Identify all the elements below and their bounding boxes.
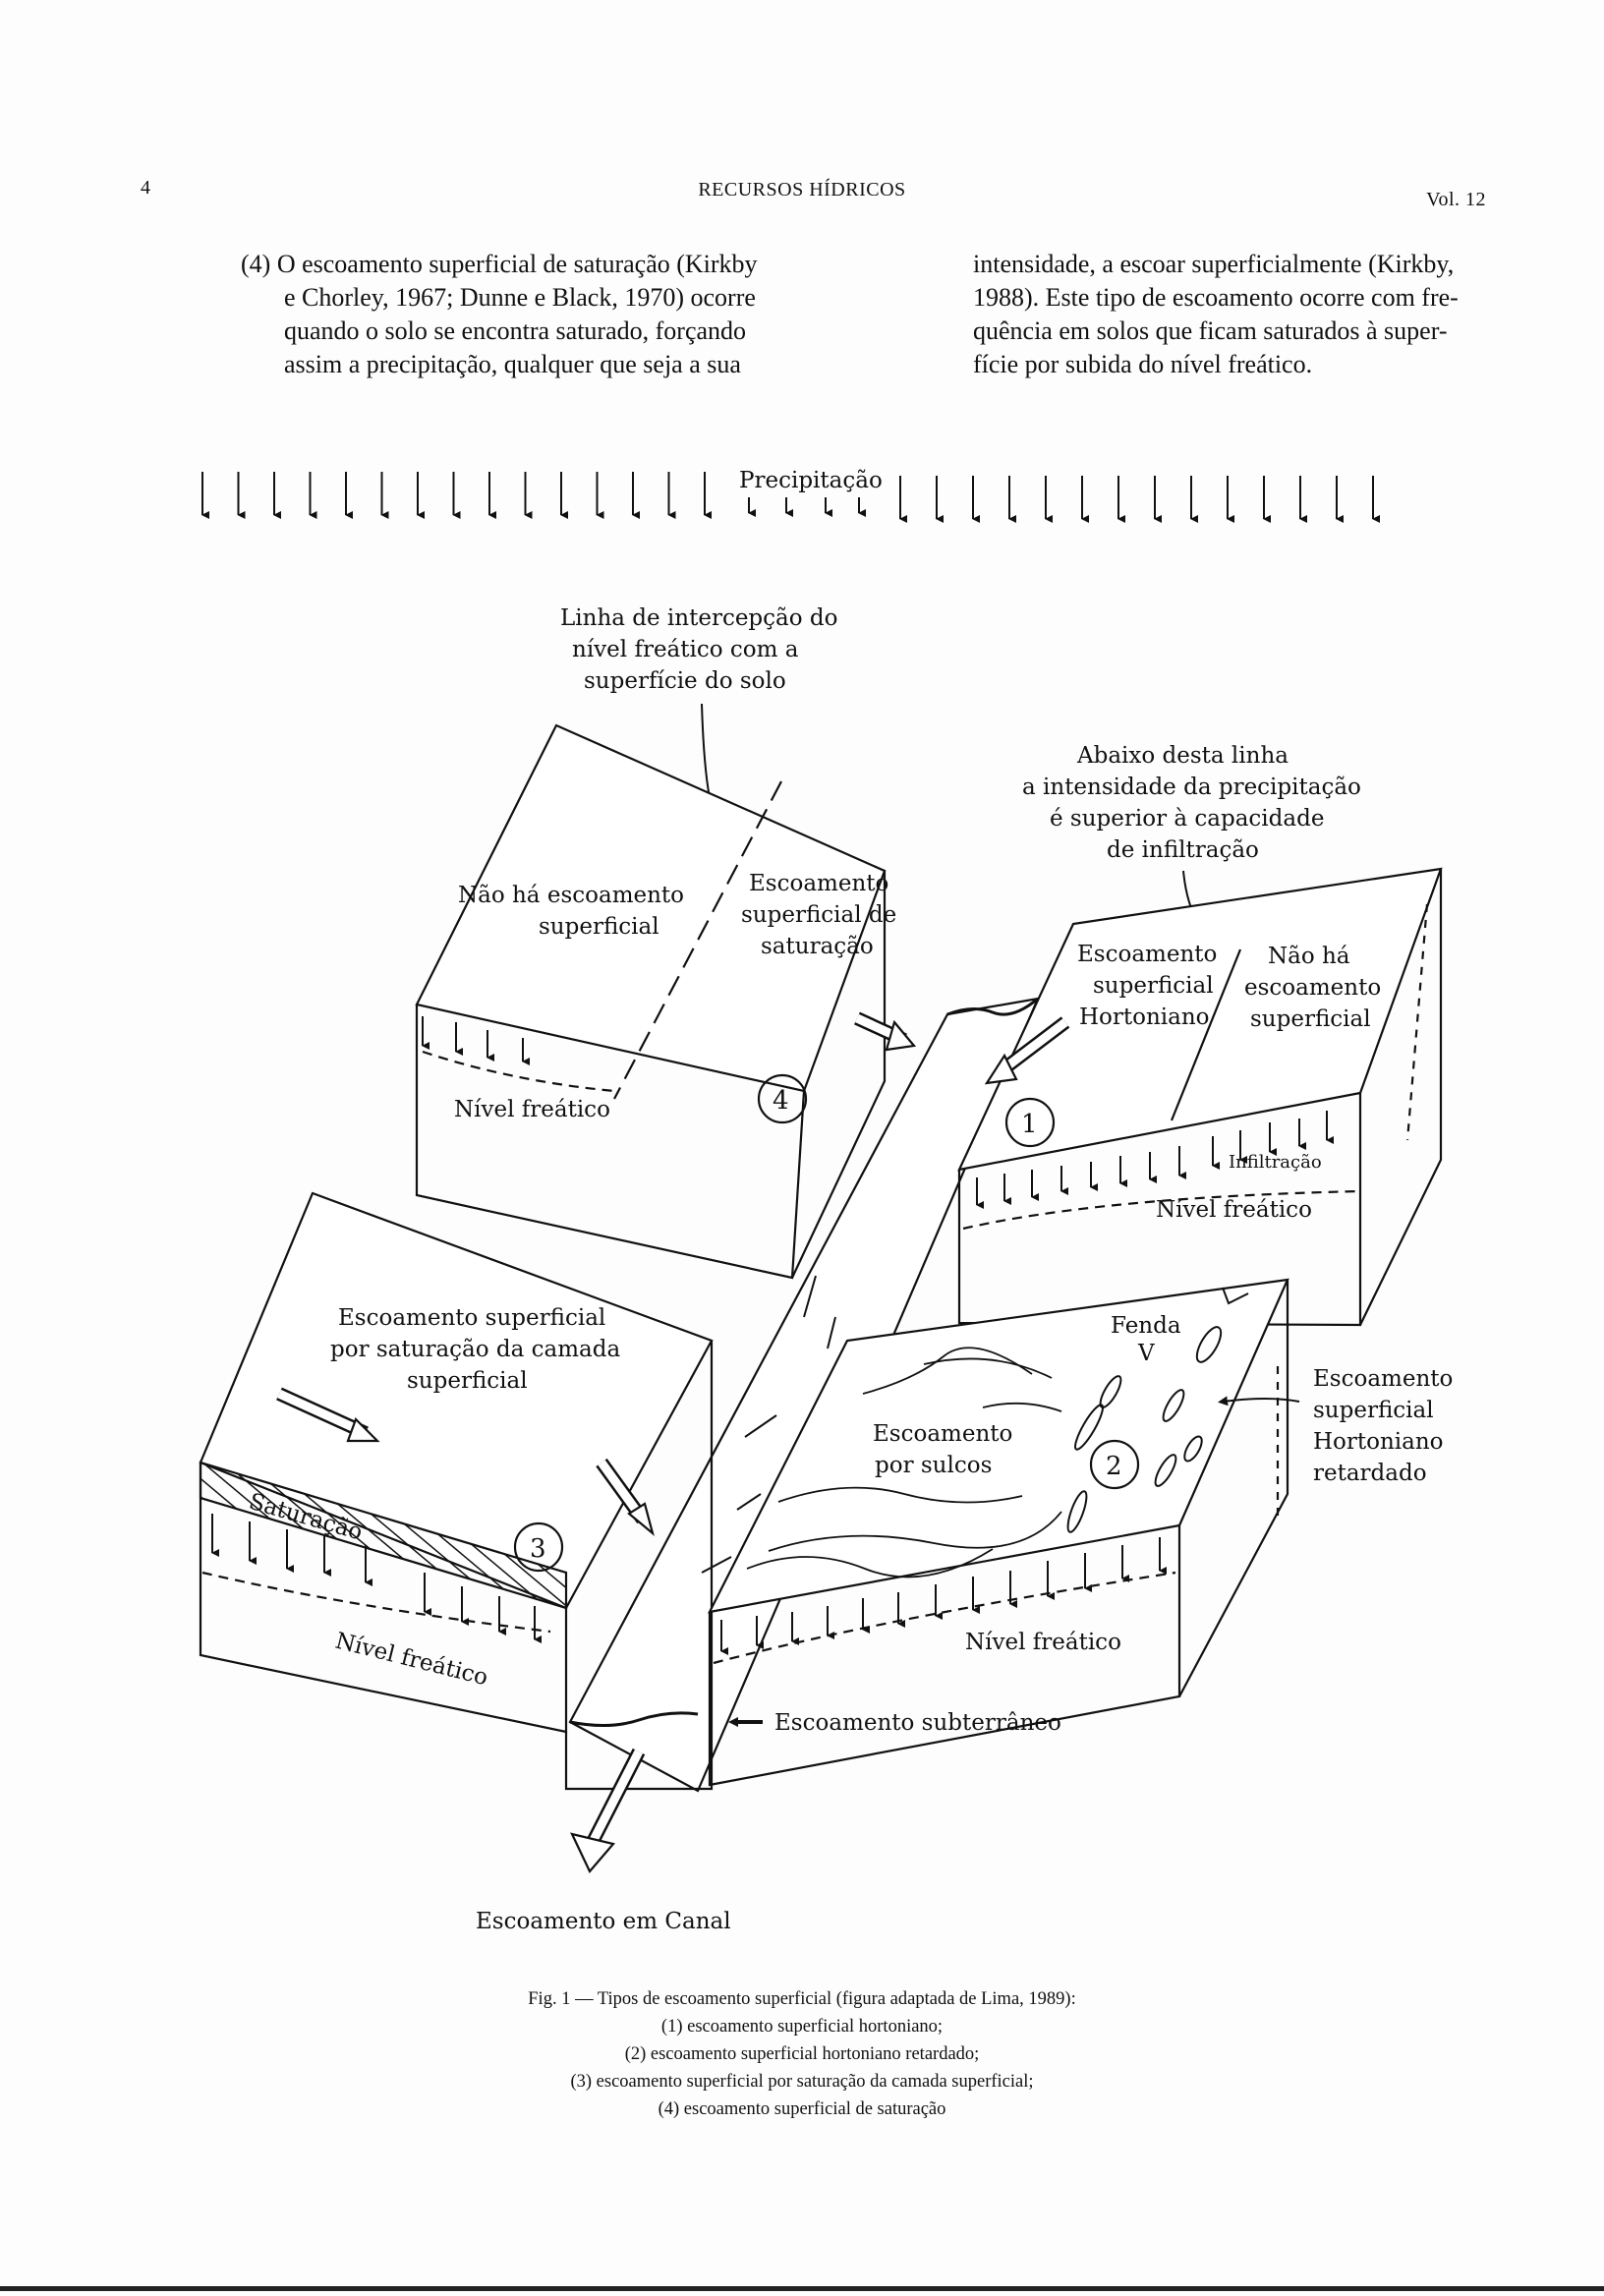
block-2-crack-marks [1066, 1287, 1249, 1533]
body-line: quência em solos que ficam saturados à s… [973, 316, 1448, 345]
svg-text:superficial de: superficial de [741, 902, 896, 928]
svg-text:superficial: superficial [407, 1368, 528, 1394]
svg-text:de infiltração: de infiltração [1107, 837, 1259, 863]
svg-text:Infiltração: Infiltração [1229, 1152, 1322, 1173]
block-1-number: 1 [1021, 1110, 1038, 1139]
precipitation-arrows [201, 472, 1380, 523]
body-line: e Chorley, 1967; Dunne e Black, 1970) oc… [284, 283, 756, 312]
journal-title: RECURSOS HÍDRICOS [698, 179, 906, 201]
svg-text:Fenda: Fenda [1111, 1313, 1181, 1339]
body-line: intensidade, a escoar superficialmente (… [973, 250, 1455, 278]
block-3-number: 3 [530, 1534, 546, 1564]
caption-line: (3) escoamento superficial por saturação… [570, 2072, 1034, 2092]
svg-text:superficial: superficial [1093, 973, 1214, 999]
block-4 [415, 723, 917, 1280]
svg-text:V: V [1137, 1341, 1155, 1366]
block-4-number: 4 [773, 1086, 789, 1116]
svg-text:Nível freático: Nível freático [965, 1630, 1121, 1655]
volume-label: Vol. 12 [1426, 189, 1486, 210]
block-1-labels: Escoamento superficial Hortoniano Não há… [1021, 942, 1381, 1223]
channel [568, 997, 1040, 1793]
body-line: 1988). Este tipo de escoamento ocorre co… [973, 283, 1459, 312]
block-3 [199, 1191, 714, 1791]
svg-text:Escoamento: Escoamento [1077, 942, 1217, 967]
svg-text:Hortoniano: Hortoniano [1313, 1429, 1444, 1455]
body-line: assim a precipitação, qualquer que seja … [284, 350, 741, 378]
svg-text:a intensidade da precipitação: a intensidade da precipitação [1022, 775, 1361, 800]
svg-text:Não há: Não há [1268, 944, 1350, 969]
body-line: (4) O escoamento superficial de saturaçã… [241, 250, 758, 278]
body-line: fície por subida do nível freático. [973, 350, 1313, 378]
intercept-line-label: Linha de intercepção do nível freático c… [560, 605, 837, 866]
channel-flow-arrow [570, 1748, 646, 1874]
svg-text:Nível freático: Nível freático [333, 1629, 490, 1692]
svg-text:escoamento: escoamento [1244, 975, 1381, 1001]
svg-text:Não há escoamento: Não há escoamento [458, 883, 684, 908]
body-line: quando o solo se encontra saturado, forç… [284, 316, 747, 345]
precipitation-label: Precipitação [739, 468, 883, 493]
svg-text:Linha de intercepção do: Linha de intercepção do [560, 605, 837, 631]
svg-text:Nível freático: Nível freático [454, 1097, 610, 1122]
page-number: 4 [141, 177, 151, 199]
block-2-number: 2 [1106, 1452, 1122, 1481]
svg-text:superfície do solo: superfície do solo [584, 668, 786, 694]
block-4-labels: Não há escoamento superficial Escoamento… [454, 871, 896, 1122]
svg-text:por saturação da camada: por saturação da camada [330, 1337, 620, 1362]
caption-line: (2) escoamento superficial hortoniano re… [624, 2044, 980, 2064]
block-2 [708, 1278, 1300, 1787]
body-text-right-column: intensidade, a escoar superficialmente (… [973, 248, 1480, 381]
block-1 [957, 867, 1443, 1327]
block-2-labels: Fenda V Escoamento por sulcos Escoamento… [873, 1313, 1453, 1655]
caption-line: Fig. 1 — Tipos de escoamento superficial… [528, 1989, 1076, 2009]
bottom-rule [0, 2286, 1604, 2291]
svg-text:por sulcos: por sulcos [875, 1453, 992, 1478]
svg-text:Escoamento: Escoamento [749, 871, 888, 896]
body-text-left-column: (4) O escoamento superficial de saturaçã… [241, 248, 801, 381]
svg-text:retardado: retardado [1313, 1461, 1427, 1486]
svg-text:Hortoniano: Hortoniano [1079, 1004, 1210, 1030]
svg-text:saturação: saturação [761, 934, 874, 959]
caption-line: (4) escoamento superficial de saturação [658, 2099, 946, 2119]
svg-text:Nível freático: Nível freático [1156, 1197, 1312, 1223]
svg-text:Abaixo desta linha: Abaixo desta linha [1076, 743, 1289, 769]
svg-text:Escoamento: Escoamento [873, 1421, 1012, 1447]
figure-caption: Fig. 1 — Tipos de escoamento superficial… [0, 1985, 1604, 2123]
channel-flow-label: Escoamento em Canal [476, 1909, 731, 1934]
svg-text:nível freático com a: nível freático com a [572, 637, 799, 662]
svg-text:é superior à capacidade: é superior à capacidade [1050, 806, 1324, 832]
svg-text:Escoamento superficial: Escoamento superficial [338, 1305, 605, 1331]
caption-line: (1) escoamento superficial hortoniano; [660, 2017, 944, 2037]
svg-text:superficial: superficial [1250, 1006, 1371, 1032]
svg-text:superficial: superficial [1313, 1398, 1434, 1423]
svg-text:Escoamento: Escoamento [1313, 1366, 1453, 1392]
svg-text:superficial: superficial [539, 914, 659, 940]
subsurface-flow-label: Escoamento subterrâneo [774, 1710, 1061, 1736]
